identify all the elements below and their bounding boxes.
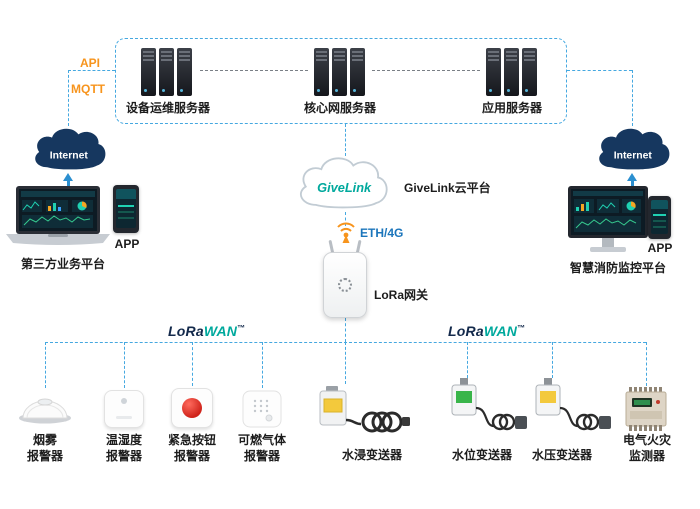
drop-line: [345, 342, 346, 384]
connector-line: [68, 70, 115, 71]
lorawan-logo: LoRaWAN™: [448, 323, 525, 339]
drop-line: [646, 342, 647, 386]
server-tower-icon: [522, 48, 537, 96]
server-label-app: 应用服务器: [481, 101, 542, 115]
lorawan-lora-text: LoRa: [448, 323, 484, 339]
server-tower-icon: [504, 48, 519, 96]
connector-line: [345, 212, 346, 226]
api-label: API: [80, 56, 101, 70]
connector-line: [567, 70, 632, 71]
connector-line: [345, 318, 346, 342]
monitor-icon: [568, 186, 648, 252]
lora-gateway-icon: [323, 252, 367, 318]
internet-cloud-icon: Internet: [599, 128, 670, 170]
server-tower-icon: [486, 48, 501, 96]
emergency-button-icon: [171, 388, 213, 428]
givelink-brand: GiveLink: [317, 180, 372, 195]
connector-line: [345, 124, 346, 156]
drop-line: [192, 342, 193, 386]
givelink-caption: GiveLink云平台: [404, 181, 491, 195]
antenna-icon: [337, 222, 355, 243]
lorawan-tm: ™: [517, 323, 526, 333]
left-app-label: APP: [114, 237, 140, 251]
eth-4g-label: ETH/4G: [360, 226, 404, 240]
lorawan-lora-text: LoRa: [168, 323, 204, 339]
server-cluster-box: [115, 38, 567, 124]
internet-label: Internet: [614, 150, 653, 161]
mqtt-label: MQTT: [71, 82, 105, 96]
drop-line: [262, 342, 263, 388]
temp-humidity-alarm-icon: [104, 390, 144, 428]
device-label: 水浸变送器: [341, 448, 402, 462]
device-label: 烟雾 报警器: [26, 433, 63, 464]
phone-icon: [113, 185, 139, 233]
givelink-cloud-icon: GiveLink: [300, 157, 388, 209]
connector-line: [68, 70, 69, 126]
server-label-ops: 设备运维服务器: [125, 101, 210, 115]
drop-line: [552, 342, 553, 378]
gateway-logo-icon: [338, 278, 352, 292]
phone-screen: [651, 200, 668, 234]
rack-link-line: [372, 70, 480, 71]
arrow-stem: [631, 180, 634, 189]
server-tower-icon: [159, 48, 174, 96]
electrical-fire-monitor-icon: [625, 387, 667, 431]
left-platform-caption: 第三方业务平台: [20, 257, 105, 271]
right-app-label: APP: [647, 241, 673, 255]
drop-line: [45, 342, 46, 388]
phone-screen: [116, 189, 136, 228]
smoke-alarm-icon: [19, 398, 71, 424]
device-label: 水压变送器: [531, 448, 592, 462]
drop-line: [124, 342, 125, 388]
arrow-up-icon: [627, 173, 637, 181]
water-level-transmitter-icon: [451, 378, 527, 431]
server-tower-icon: [177, 48, 192, 96]
laptop-icon: [6, 186, 110, 245]
arrow-stem: [67, 180, 70, 189]
gas-alarm-icon: [242, 390, 282, 428]
server-rack-icon: [141, 48, 192, 96]
water-leak-transmitter-icon: [319, 386, 410, 433]
water-pressure-transmitter-icon: [535, 378, 611, 431]
lorawan-tm: ™: [237, 323, 246, 333]
server-tower-icon: [332, 48, 347, 96]
phone-icon: [648, 196, 671, 239]
device-label: 可燃气体 报警器: [237, 433, 286, 464]
device-label: 温湿度 报警器: [105, 433, 142, 464]
server-tower-icon: [141, 48, 156, 96]
device-label: 水位变送器: [451, 448, 512, 462]
connector-line: [632, 70, 633, 126]
device-label: 紧急按钮 报警器: [167, 433, 216, 464]
internet-label: Internet: [50, 150, 89, 161]
drop-line: [467, 342, 468, 378]
server-tower-icon: [314, 48, 329, 96]
server-label-core: 核心网服务器: [303, 101, 376, 115]
rack-link-line: [200, 70, 308, 71]
server-rack-icon: [314, 48, 365, 96]
arrow-up-icon: [63, 173, 73, 181]
lorawan-wan-text: WAN: [203, 323, 238, 339]
lorawan-logo: LoRaWAN™: [168, 323, 245, 339]
lorawan-wan-text: WAN: [483, 323, 518, 339]
server-tower-icon: [350, 48, 365, 96]
right-platform-caption: 智慧消防监控平台: [569, 261, 666, 275]
device-label: 电气火灾 监测器: [622, 433, 671, 464]
internet-cloud-icon: Internet: [35, 128, 106, 170]
gateway-caption: LoRa网关: [374, 288, 429, 302]
server-rack-icon: [486, 48, 537, 96]
